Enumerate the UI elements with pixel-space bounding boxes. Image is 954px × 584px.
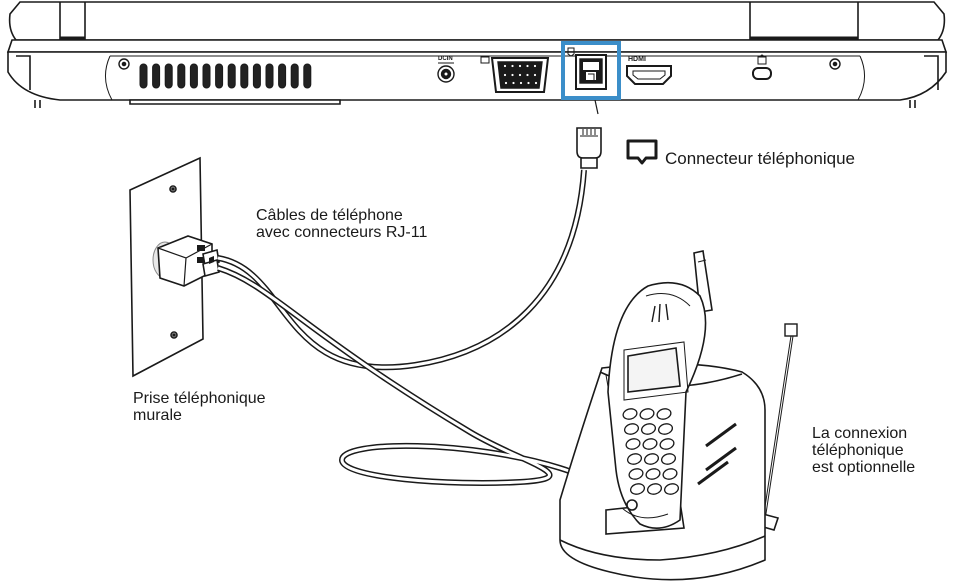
wall-jack-label-line2: murale — [133, 407, 182, 424]
phone-port-icon[interactable] — [567, 47, 607, 90]
vent-slot — [265, 63, 274, 89]
rj11-plug — [576, 127, 602, 169]
keypad-key — [645, 468, 661, 480]
vent-slot — [303, 63, 312, 89]
vga-pin — [510, 72, 516, 78]
vga-pin — [533, 80, 539, 86]
phone-cables-label: Câbles de téléphone avec connecteurs RJ-… — [256, 207, 427, 241]
cordless-handset — [607, 250, 713, 529]
keypad-key — [660, 453, 677, 465]
phone-port-highlight — [561, 41, 621, 100]
vent-slot — [164, 63, 173, 89]
vent-slot — [189, 63, 198, 89]
keypad-key — [657, 423, 674, 435]
optional-label-line3: est optionnelle — [812, 459, 916, 476]
laptop-rear-panel — [6, 1, 948, 115]
wall-jack-label-line1: Prise téléphonique — [133, 390, 266, 407]
optional-label-line2: téléphonique — [812, 442, 904, 459]
vga-pin — [511, 80, 517, 86]
phone-connector-label: Connecteur téléphonique — [665, 149, 855, 168]
hdmi-label: HDMI — [628, 56, 646, 63]
keypad-key — [642, 438, 658, 450]
keypad-key — [629, 483, 646, 495]
keypad-key — [626, 453, 643, 465]
vga-pin — [526, 80, 532, 86]
vga-pin — [532, 63, 538, 69]
optional-connection-label: La connexion téléphonique est optionnell… — [812, 425, 915, 476]
vent-slot — [139, 63, 148, 89]
vent-grille — [139, 63, 312, 89]
keypad-key — [622, 408, 638, 420]
keypad-key — [646, 483, 663, 495]
screw-right — [829, 58, 841, 70]
cable-to-phone-base — [217, 265, 618, 512]
vent-slot — [227, 63, 236, 89]
phone-cables-label-line2: avec connecteurs RJ-11 — [256, 224, 428, 241]
keypad-key — [643, 453, 660, 465]
keypad-key — [656, 408, 672, 420]
hdmi-port-icon[interactable]: HDMI — [626, 56, 672, 85]
vga-pin — [517, 63, 523, 69]
vent-slot — [278, 63, 287, 89]
power-jack-icon: DCIN — [437, 56, 455, 83]
keypad-key — [639, 408, 655, 420]
vga-pin — [502, 72, 508, 78]
vga-pin — [517, 72, 523, 78]
wall-phone-jack — [129, 156, 220, 378]
optional-label-line1: La connexion — [812, 425, 908, 442]
vga-pin — [503, 80, 509, 86]
vga-pins — [502, 63, 539, 86]
keypad-key — [623, 423, 640, 435]
vent-slot — [240, 63, 249, 89]
vga-pin — [518, 80, 524, 86]
vent-slot — [152, 63, 161, 89]
wall-jack-label: Prise téléphonique murale — [133, 390, 266, 424]
vent-slot — [252, 63, 261, 89]
vent-slot — [290, 63, 299, 89]
vga-pin — [532, 72, 538, 78]
keypad-key — [640, 423, 657, 435]
vga-pin — [502, 63, 508, 69]
handset-display — [627, 347, 681, 393]
handset-keypad — [622, 408, 680, 495]
keypad-key — [663, 483, 680, 495]
cable-to-laptop — [217, 169, 587, 371]
screw-left — [118, 58, 130, 70]
laptop-lid — [8, 1, 946, 41]
vga-port-icon[interactable] — [480, 56, 550, 93]
kensington-lock-icon[interactable] — [752, 54, 772, 80]
vga-pin — [525, 72, 531, 78]
svg-text:DCIN: DCIN — [438, 56, 453, 62]
vent-slot — [215, 63, 224, 89]
vent-slot — [202, 63, 211, 89]
vent-slot — [177, 63, 186, 89]
phone-cables — [217, 169, 618, 512]
telephone-connector-icon — [626, 139, 658, 165]
keypad-key — [628, 468, 644, 480]
phone-cables-label-line1: Câbles de téléphone — [256, 207, 403, 224]
laptop-base — [7, 51, 947, 101]
keypad-key — [625, 438, 641, 450]
keypad-key — [662, 468, 678, 480]
keypad-key — [659, 438, 675, 450]
vga-pin — [525, 63, 531, 69]
vga-pin — [510, 63, 516, 69]
